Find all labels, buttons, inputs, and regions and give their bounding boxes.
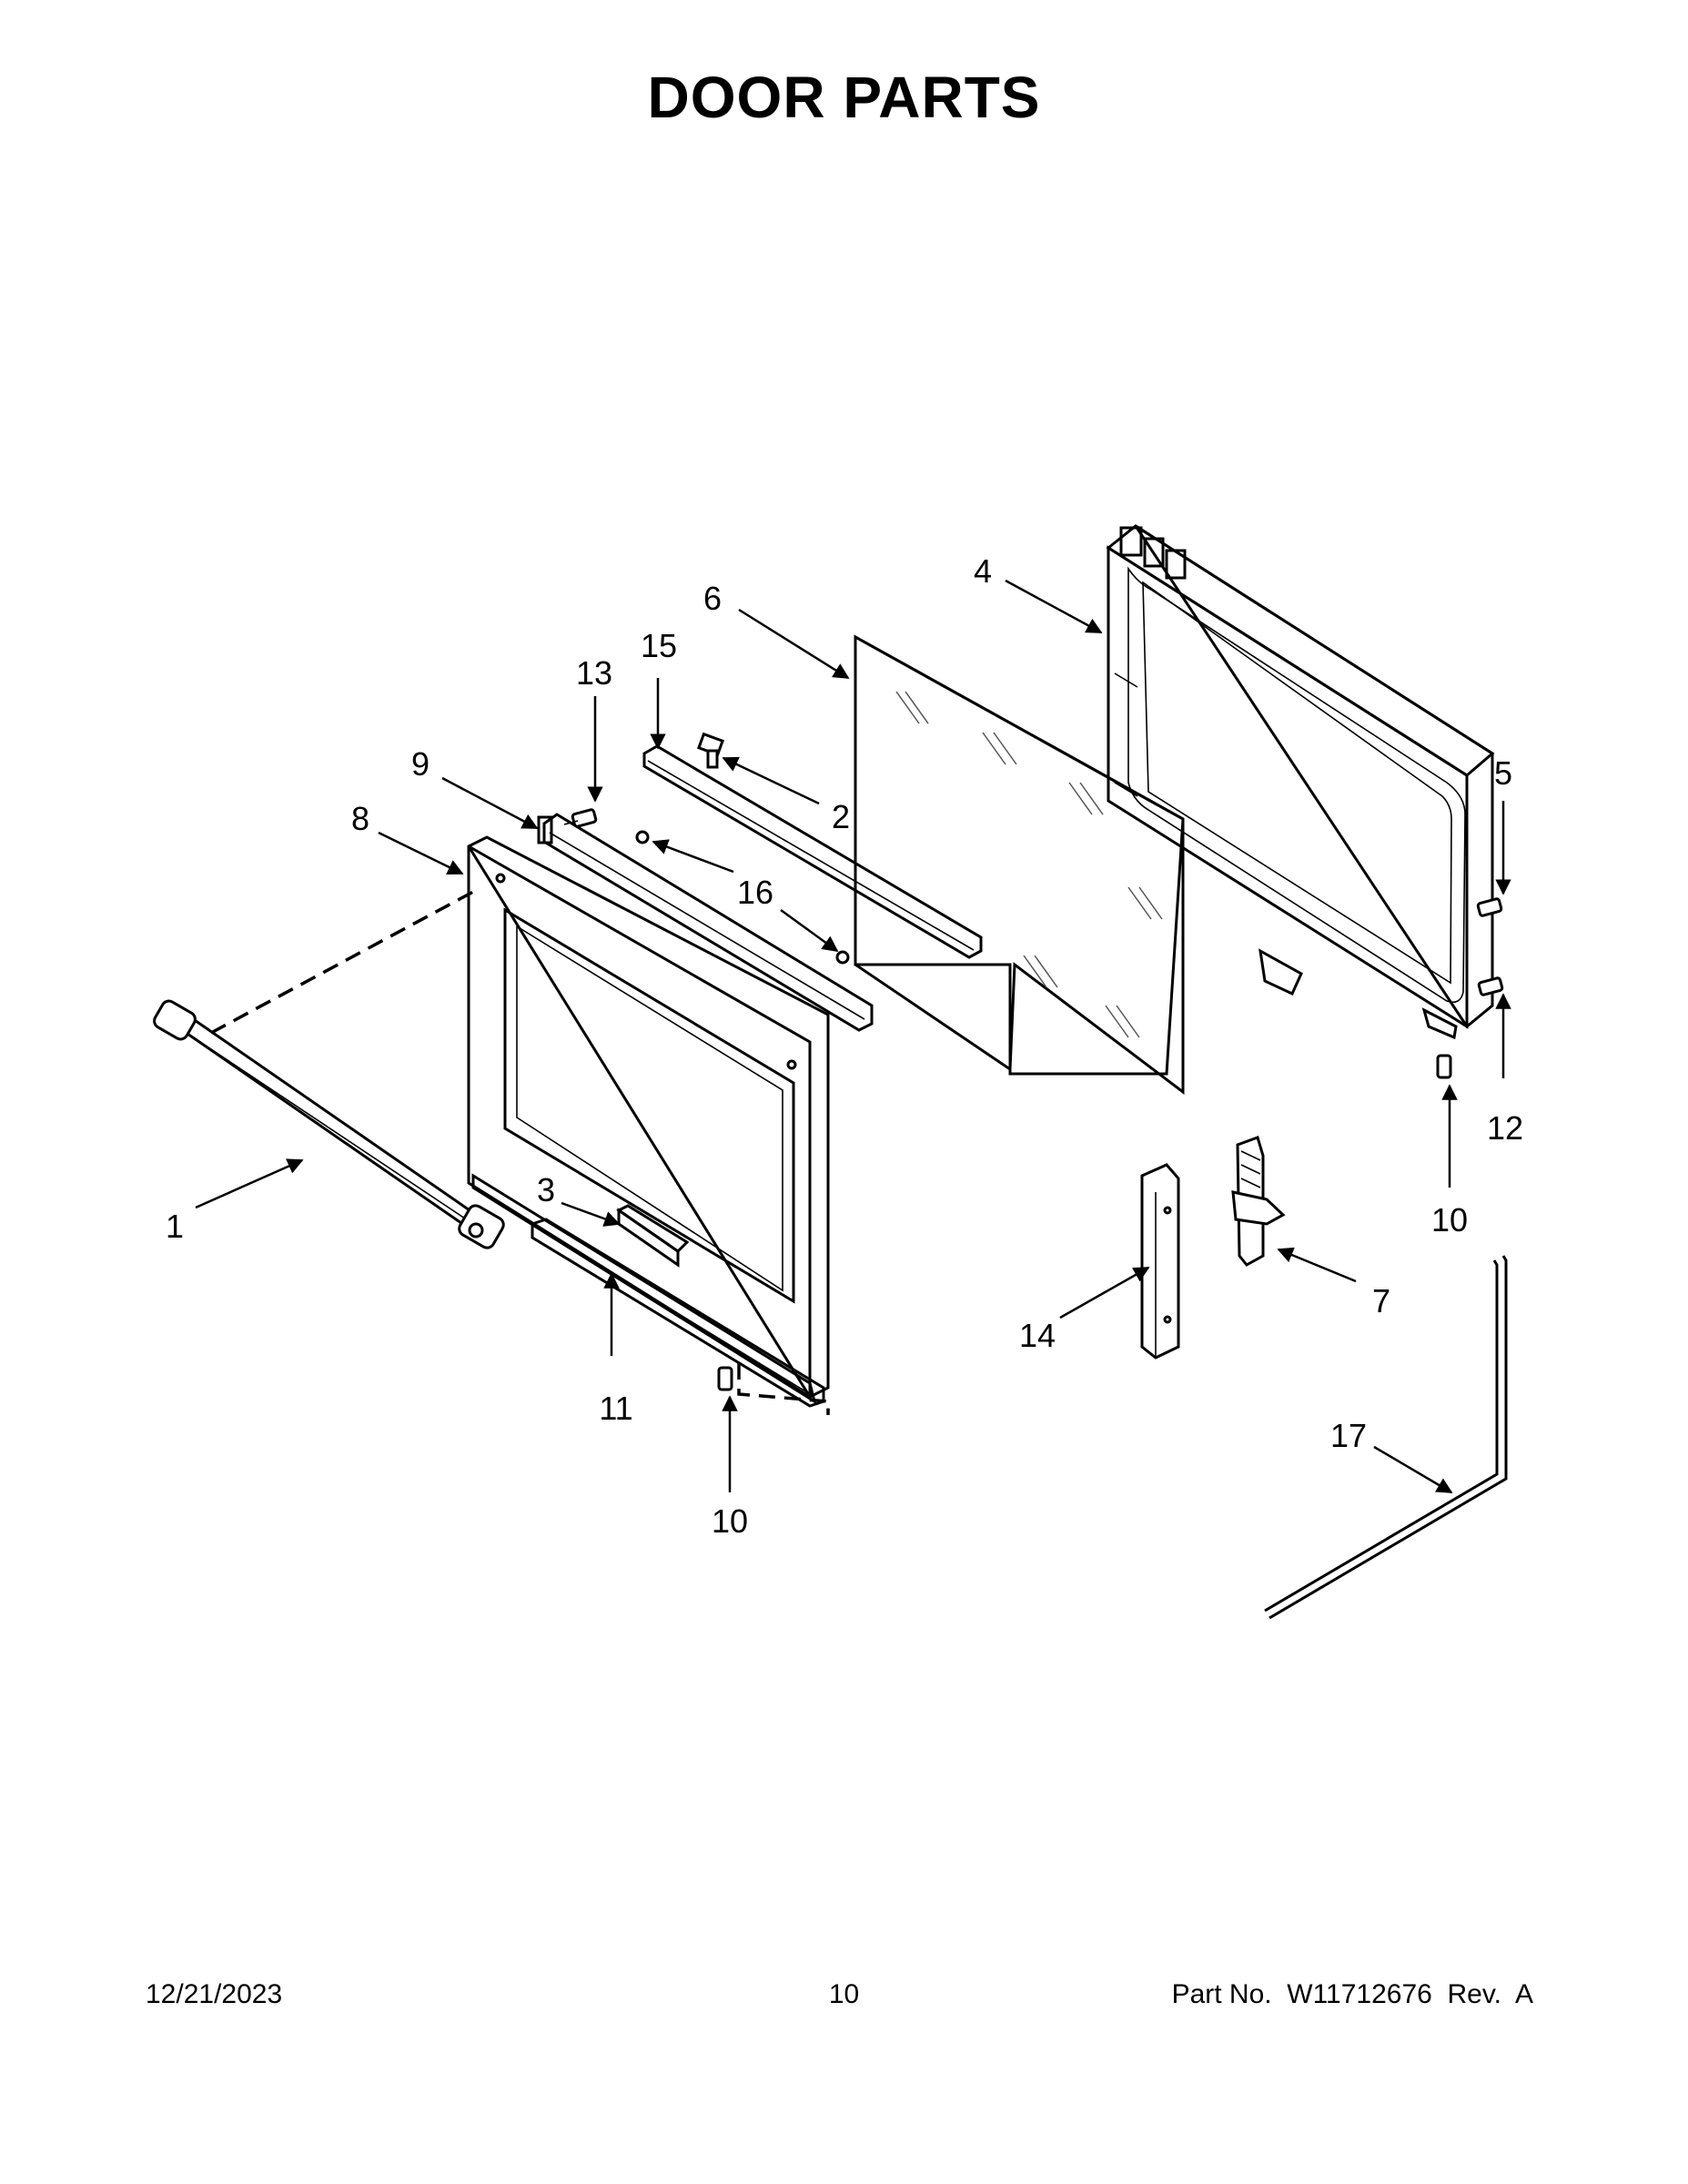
footer-page-number: 10 xyxy=(828,1979,860,2009)
washer-16-a xyxy=(635,830,650,844)
screw-10-left xyxy=(717,1366,733,1391)
callout-15: 15 xyxy=(641,627,677,664)
part-15-top-trim xyxy=(642,744,983,959)
part-9-bracket xyxy=(537,813,874,1032)
callout-3: 3 xyxy=(537,1171,555,1208)
callout-14: 14 xyxy=(1019,1317,1056,1354)
assembly-dashed-lines xyxy=(210,890,830,1415)
screw-2 xyxy=(697,732,724,769)
screw-10-right xyxy=(1436,1054,1452,1079)
callout-11: 11 xyxy=(599,1390,632,1427)
callout-10-left: 10 xyxy=(712,1502,748,1540)
callout-9: 9 xyxy=(411,745,430,783)
part-14-hinge-cover xyxy=(1140,1163,1180,1360)
page-title: DOOR PARTS xyxy=(647,65,1041,130)
callout-4: 4 xyxy=(974,552,992,590)
callout-5: 5 xyxy=(1494,754,1512,792)
callout-16: 16 xyxy=(737,874,773,911)
callout-1: 1 xyxy=(166,1208,184,1245)
callout-2: 2 xyxy=(832,798,850,835)
footer-date: 12/21/2023 xyxy=(146,1979,283,2009)
callout-17: 17 xyxy=(1330,1417,1367,1454)
part-1-handle xyxy=(153,999,505,1249)
callout-6: 6 xyxy=(703,580,722,617)
screw-5 xyxy=(1476,897,1503,917)
screw-13 xyxy=(563,808,598,828)
callout-10-right: 10 xyxy=(1431,1201,1468,1239)
part-17-gasket xyxy=(1264,1255,1508,1620)
screw-12 xyxy=(1477,976,1504,996)
callout-8: 8 xyxy=(351,800,369,837)
callout-13: 13 xyxy=(576,654,612,692)
washer-16-b xyxy=(835,950,850,965)
part-4-inner-door-frame xyxy=(1106,524,1495,1040)
part-7-hinge xyxy=(1231,1136,1286,1267)
callout-labels: 1 2 3 4 5 6 7 8 9 10 10 11 12 13 14 15 1… xyxy=(166,552,1523,1540)
part-8-outer-door-panel xyxy=(467,835,830,1405)
callout-12: 12 xyxy=(1487,1109,1523,1147)
leader-arrows xyxy=(195,579,1511,1494)
part-3-badge xyxy=(616,1204,690,1268)
callout-7: 7 xyxy=(1372,1282,1390,1320)
footer-part-info: Part No. W11712676 Rev. A xyxy=(1171,1979,1533,2009)
part-6-glass-panel xyxy=(854,634,1185,1096)
